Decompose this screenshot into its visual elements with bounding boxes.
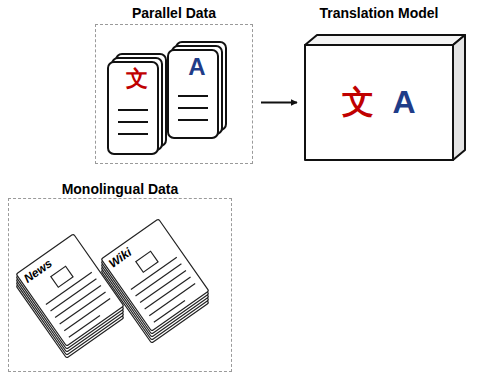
flow-arrow — [261, 102, 297, 104]
script-symbol: 文 — [108, 62, 166, 92]
document-stack — [168, 42, 226, 138]
group-heading: Monolingual Data — [8, 180, 232, 198]
data-group: Parallel Data 文A — [95, 4, 253, 164]
node-heading: Translation Model — [300, 4, 458, 22]
document-node: 文 — [108, 62, 166, 154]
model-node: Translation Model 文A — [300, 4, 470, 164]
model-cube — [305, 35, 465, 160]
script-symbol: A — [168, 50, 226, 80]
newspaper-node: Wiki — [101, 219, 209, 331]
newspaper-stack — [16, 234, 124, 358]
data-group: Monolingual DataNews Wiki — [8, 180, 232, 372]
dashed-frame — [95, 24, 253, 164]
document-stack — [108, 54, 166, 154]
newspaper-node: News — [16, 234, 124, 346]
group-heading: Parallel Data — [95, 4, 253, 22]
script-symbol: A — [392, 84, 415, 120]
newspaper-stack — [101, 219, 209, 343]
paper-title: News — [16, 251, 60, 290]
document-node: A — [168, 50, 226, 138]
script-symbol: 文 — [342, 84, 374, 120]
dashed-frame — [8, 198, 232, 372]
paper-title: Wiki — [101, 240, 139, 275]
